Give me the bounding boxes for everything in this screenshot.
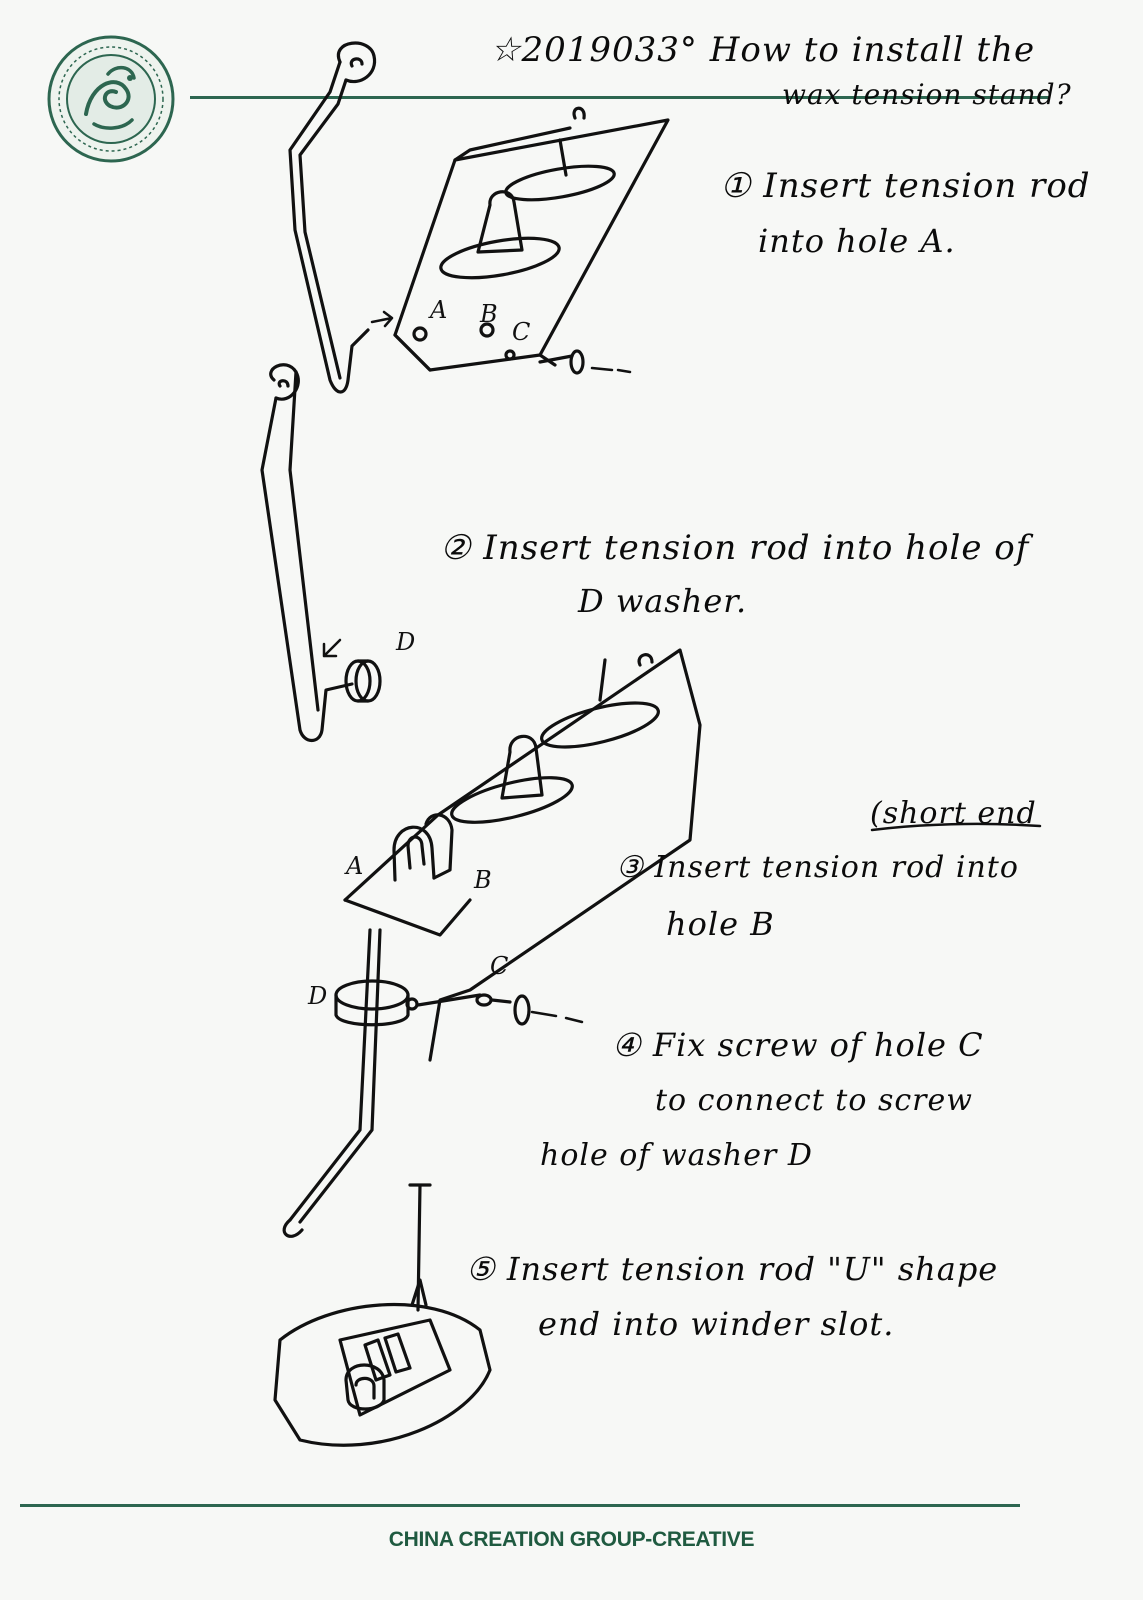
- step3-line2: hole B: [666, 905, 775, 943]
- short-end-underline: [870, 822, 1042, 832]
- header-divider: [190, 96, 1050, 99]
- tension-rod-step1: [288, 41, 377, 394]
- step5-line2: end into winder slot.: [538, 1305, 895, 1343]
- label-hole-c-step4: C: [490, 952, 509, 980]
- title-line-1: ☆2019033° How to install the: [490, 30, 1036, 70]
- step2-line1: ② Insert tension rod into hole of: [440, 528, 1030, 568]
- step4-line2: to connect to screw: [655, 1083, 973, 1118]
- step3-note: (short end: [870, 796, 1037, 831]
- step3-line1: ③ Insert tension rod into: [616, 850, 1019, 885]
- label-hole-a-step3: A: [346, 852, 364, 880]
- label-hole-b: B: [480, 300, 498, 328]
- footer-brand: CHINA CREATION GROUP-CREATIVE: [388, 1528, 755, 1551]
- step1-line1: ① Insert tension rod: [720, 166, 1091, 206]
- step2-line2: D washer.: [578, 582, 748, 620]
- step4-line3: hole of washer D: [540, 1138, 813, 1173]
- title-line-2: wax tension stand?: [782, 78, 1072, 111]
- label-hole-c: C: [512, 318, 531, 346]
- stand-bracket-step3: [282, 648, 702, 1238]
- label-washer-d-step4: D: [308, 982, 328, 1010]
- step1-line2: into hole A.: [758, 222, 956, 260]
- stand-bracket-step1: [370, 106, 670, 375]
- tension-rod-step2: [260, 363, 382, 743]
- label-hole-a: A: [430, 296, 448, 324]
- footer-divider: [20, 1504, 1020, 1507]
- step5-line1: ⑤ Insert tension rod "U" shape: [466, 1250, 999, 1288]
- crane-seal-icon: [47, 35, 175, 163]
- winder-slot: [273, 1183, 492, 1447]
- label-hole-b-step3: B: [474, 866, 492, 894]
- label-washer-d: D: [396, 628, 416, 656]
- step4-line1: ④ Fix screw of hole C: [612, 1026, 984, 1064]
